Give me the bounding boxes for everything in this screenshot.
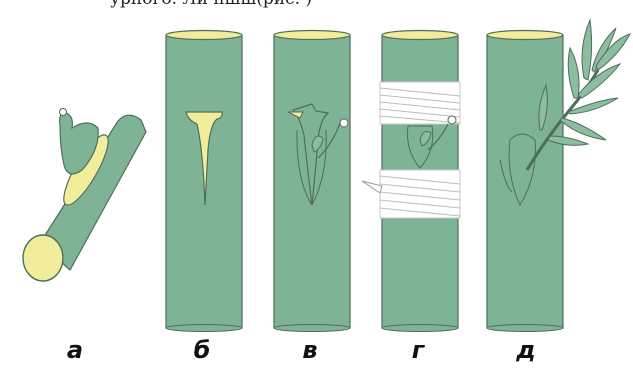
panel-a-scion [23, 109, 146, 282]
label-panel-e: д [506, 336, 546, 364]
label-panel-b: б [182, 336, 222, 364]
stock-top-cut [166, 31, 242, 40]
label-panel-c: в [290, 336, 330, 364]
panel-b-stock-t-cut [166, 31, 242, 332]
binding-tail [362, 181, 382, 193]
scion-end-cross-section [23, 235, 63, 281]
panel-e-sprout [487, 20, 630, 332]
panel-c-bud-inserted [274, 31, 350, 332]
label-panel-d: г [398, 336, 438, 364]
panel-d-binding [362, 31, 460, 332]
label-panel-a: а [55, 336, 95, 364]
